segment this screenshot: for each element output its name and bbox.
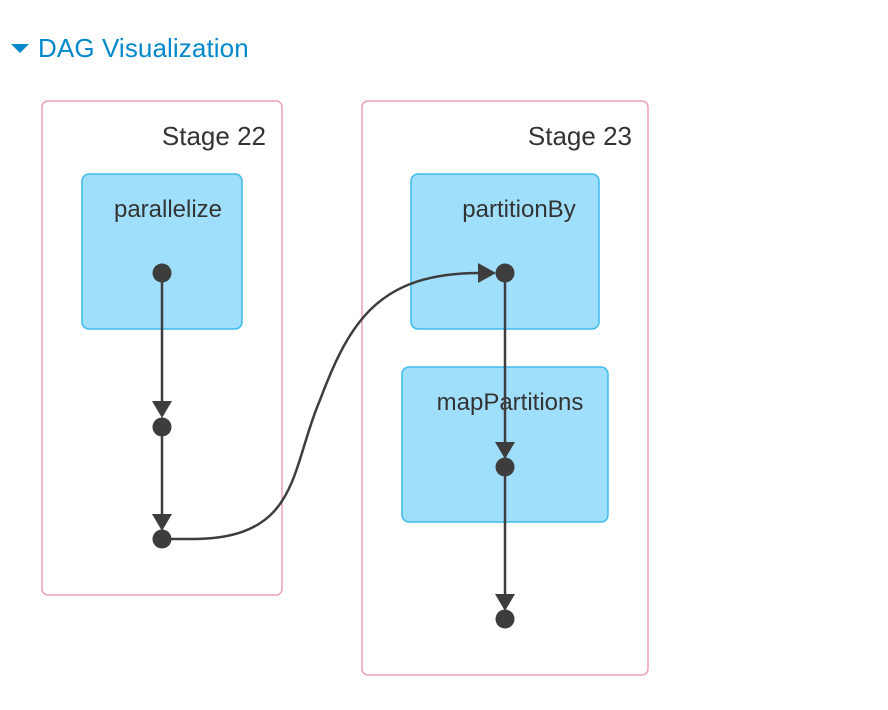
arrowhead-icon <box>495 442 515 459</box>
dag-visualization-toggle[interactable]: DAG Visualization <box>10 30 249 66</box>
operation-partitionBy[interactable]: partitionBy <box>410 173 600 330</box>
operation-partitionBy-label: partitionBy <box>462 196 575 223</box>
arrowhead-icon <box>152 514 172 531</box>
rdd-node-stage23-out[interactable] <box>495 609 515 629</box>
arrowhead-icon <box>152 401 172 418</box>
rdd-nodes <box>152 263 515 629</box>
stage-23-label: Stage 23 <box>528 121 632 151</box>
rdd-node-parallelize[interactable] <box>152 263 172 283</box>
edge-shuffle-to-partitionBy <box>162 271 481 541</box>
rdd-node-mapPartitions[interactable] <box>495 457 515 477</box>
triangle-down-icon <box>10 30 32 66</box>
rdd-node-partitionBy[interactable] <box>495 263 515 283</box>
operation-parallelize[interactable]: parallelize <box>81 173 243 330</box>
stage-22-label: Stage 22 <box>162 121 266 151</box>
rdd-node-stage22-out[interactable] <box>152 529 172 549</box>
edges <box>152 263 515 611</box>
dag-visualization-title: DAG Visualization <box>38 32 249 63</box>
arrowhead-icon <box>478 263 496 283</box>
rdd-node-stage22-mid[interactable] <box>152 417 172 437</box>
operation-parallelize-label: parallelize <box>114 196 222 223</box>
operation-mapPartitions-label: mapPartitions <box>437 389 584 416</box>
arrowhead-icon <box>495 594 515 611</box>
